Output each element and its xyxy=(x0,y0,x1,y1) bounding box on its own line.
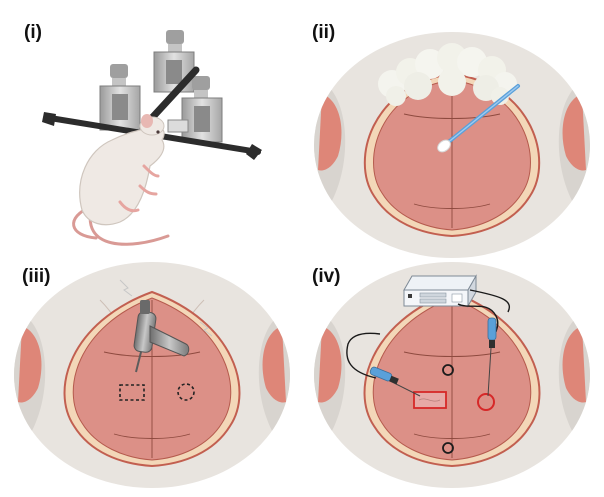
exposed-skull xyxy=(63,290,241,468)
amplifier-icon xyxy=(403,274,477,308)
wires xyxy=(346,289,511,379)
rat-icon xyxy=(72,114,170,246)
electrode-icon xyxy=(487,317,497,397)
right-ear-icon xyxy=(562,326,586,403)
left-ear-icon xyxy=(318,326,342,403)
electrode-icon xyxy=(369,366,421,397)
burr-hole-outline xyxy=(177,383,195,401)
cotton-ball-icon xyxy=(378,43,517,106)
burr-hole-window-icon xyxy=(477,393,495,411)
panel-label-iii: (iii) xyxy=(22,266,51,287)
cotton-swab-icon xyxy=(437,84,520,153)
panel-i-stereotaxic-setup xyxy=(42,30,262,246)
right-ear-icon xyxy=(262,326,286,403)
dental-drill-icon xyxy=(133,300,190,373)
craniotomy-window-outline xyxy=(119,384,145,401)
right-ear-icon xyxy=(562,94,586,171)
burr-hole-icon xyxy=(442,364,454,376)
panel-ii-skull-exposure xyxy=(314,32,590,258)
exposed-skull xyxy=(363,72,541,238)
panel-label-iv: (iv) xyxy=(312,266,341,287)
panel-label-i: (i) xyxy=(24,22,42,43)
panel-iv-recording xyxy=(314,262,590,488)
panel-iii-drilling xyxy=(14,262,290,488)
left-ear-icon xyxy=(18,326,42,403)
panel-label-ii: (ii) xyxy=(312,22,336,43)
burr-hole-icon xyxy=(442,442,454,454)
left-ear-icon xyxy=(318,94,342,171)
